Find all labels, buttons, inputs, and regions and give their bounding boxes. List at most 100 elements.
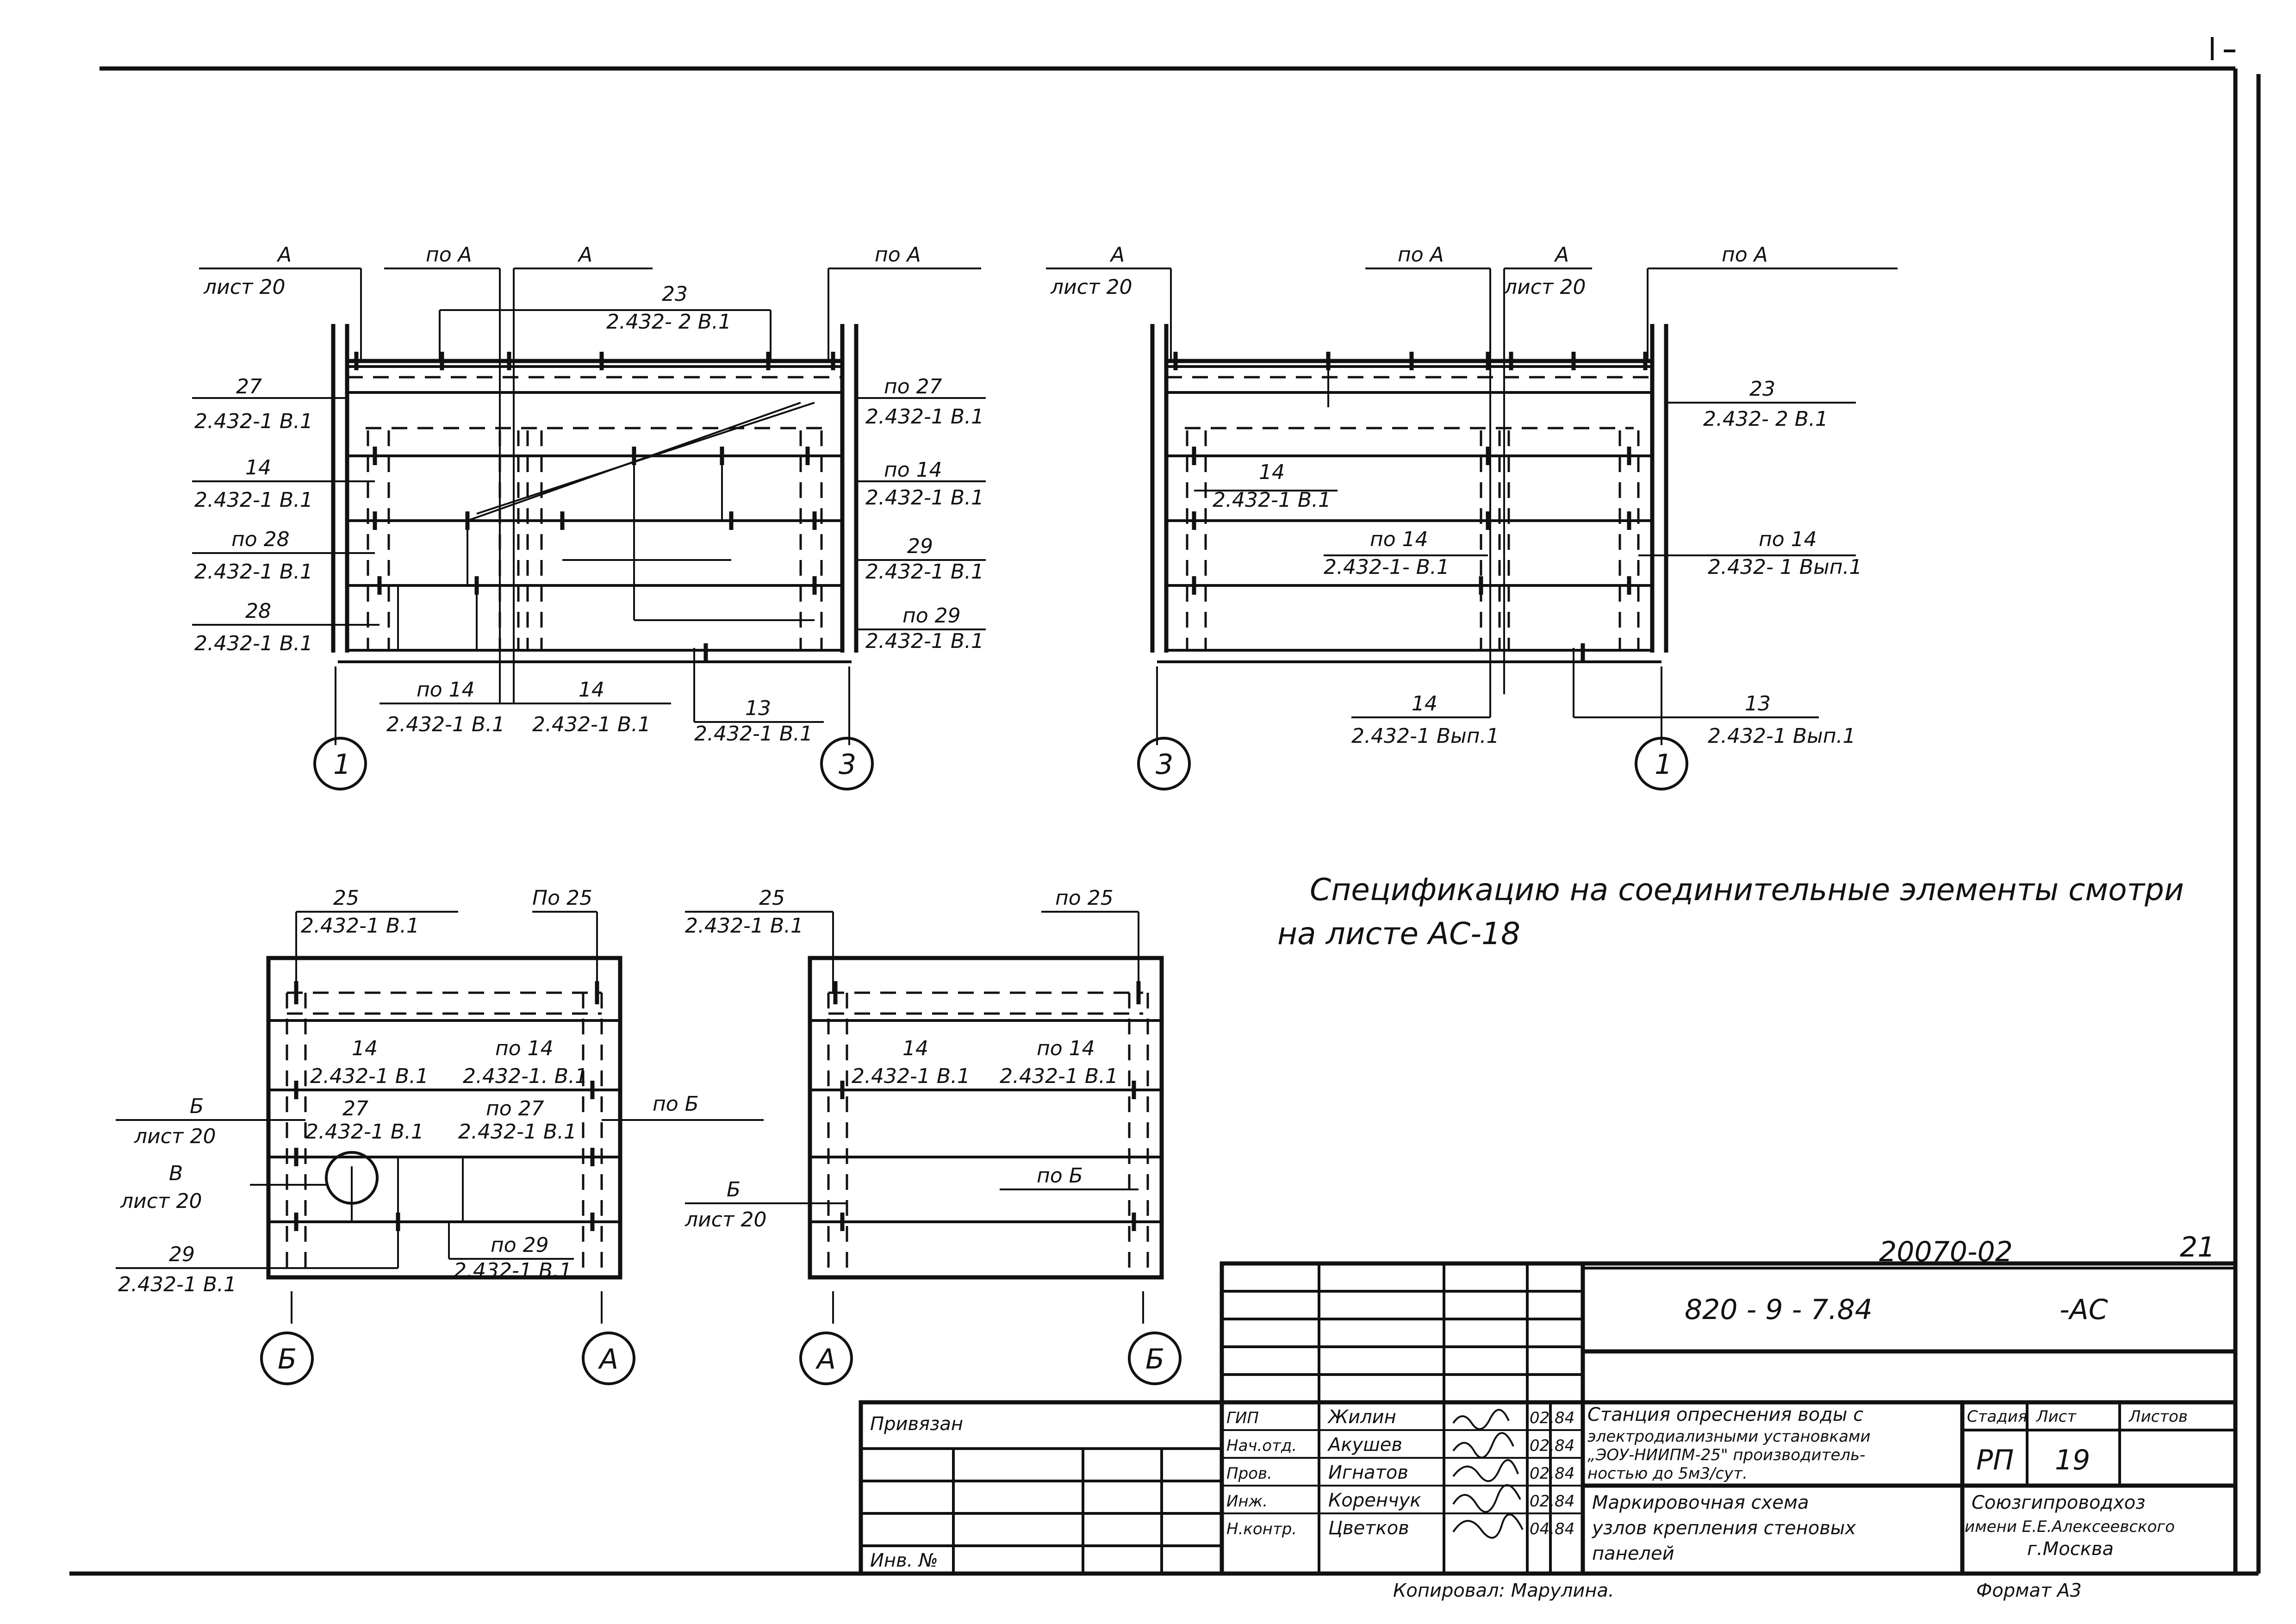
project-title-line-2: электродиализными установками xyxy=(1587,1427,1871,1446)
axis-marks-row-2: Б А А Б xyxy=(260,1332,1182,1385)
specification-note-line-2: на листе АС-18 xyxy=(1277,916,1520,952)
date-5: 04.84 xyxy=(1530,1520,1574,1538)
org-line-1: Союзгипроводхоз xyxy=(1972,1492,2146,1513)
axis-mark-a2: А xyxy=(815,1343,836,1375)
project-title-line-1: Станция опреснения воды с xyxy=(1587,1404,1863,1425)
v3-label-po-29-code: 2.432-1 В.1 xyxy=(454,1259,572,1282)
v2-label-14: 14 xyxy=(1259,460,1285,484)
panel-view-4: 25 2.432-1 В.1 по 25 14 2.432-1 В.1 по 1… xyxy=(684,886,1164,1324)
sheet-title-line-3: панелей xyxy=(1592,1543,1674,1564)
role-head: Нач.отд. xyxy=(1226,1437,1297,1455)
v1-label-23-code: 2.432- 2 В.1 xyxy=(606,310,731,334)
v4-label-14-code: 2.432-1 В.1 xyxy=(852,1064,970,1088)
v3-label-25-code: 2.432-1 В.1 xyxy=(301,914,419,938)
v3-label-po-27-code: 2.432-1 В.1 xyxy=(458,1120,577,1144)
v1-bottom-1: по 14 xyxy=(417,678,475,702)
v3-label-27-code: 2.432-1 В.1 xyxy=(305,1120,424,1144)
v1-left-2: 2.432-1 В.1 xyxy=(194,410,313,433)
view-2-leaders xyxy=(1046,268,1898,718)
v2-label-po-14b-code: 2.432- 1 Вып.1 xyxy=(1708,555,1862,579)
v1-label-a: А xyxy=(276,243,292,267)
v2-label-13: 13 xyxy=(1745,692,1771,716)
v4-label-b-sheet: лист 20 xyxy=(684,1208,767,1232)
v4-label-po-14: по 14 xyxy=(1037,1037,1095,1060)
v2-label-po-14: по 14 xyxy=(1370,528,1428,551)
doc-code: 820 - 9 - 7.84 xyxy=(1685,1294,1873,1326)
v1-left-3: 14 xyxy=(245,456,271,479)
axis-marks-row-1: 1 3 3 1 xyxy=(313,737,1688,790)
axis-mark-b2: Б xyxy=(1145,1343,1164,1375)
v2-label-a2: А xyxy=(1554,243,1569,267)
sheet-title-line-2: узлов крепления стеновых xyxy=(1592,1518,1856,1539)
v1-left-5: по 28 xyxy=(231,528,290,551)
v2-label-po-14b: по 14 xyxy=(1759,528,1817,551)
date-2: 02.84 xyxy=(1530,1437,1574,1455)
v1-label-sheet: лист 20 xyxy=(203,275,286,299)
v1-label-po-a2: по А xyxy=(875,243,921,267)
bound-label: Привязан xyxy=(870,1413,963,1435)
role-gip: ГИП xyxy=(1226,1409,1259,1427)
v2-label-po-a: по А xyxy=(1398,243,1444,267)
stage-value: РП xyxy=(1976,1444,2014,1476)
date-4: 02.84 xyxy=(1530,1492,1574,1511)
v1-right-3: по 14 xyxy=(884,458,942,482)
v3-label-27: 27 xyxy=(342,1097,368,1120)
v3-label-po-27: по 27 xyxy=(486,1097,544,1120)
v1-right-1: по 27 xyxy=(884,375,942,398)
v3-label-v: В xyxy=(169,1162,183,1185)
v3-label-po-29: по 29 xyxy=(491,1233,549,1257)
v2-label-13-code: 2.432-1 Вып.1 xyxy=(1708,724,1856,748)
v1-left-6: 2.432-1 В.1 xyxy=(194,560,313,584)
v1-label-po-a: по А xyxy=(426,243,472,267)
role-checker: Пров. xyxy=(1226,1464,1272,1483)
v2-label-14b: 14 xyxy=(1412,692,1437,716)
v1-label-23: 23 xyxy=(662,282,688,306)
doc-suffix: -АС xyxy=(2060,1294,2108,1326)
project-title-line-3: „ЭОУ-НИИПМ-25" производитель- xyxy=(1587,1446,1865,1464)
v1-right-6: 2.432-1 В.1 xyxy=(865,560,984,584)
v3-label-po-b: по Б xyxy=(653,1092,699,1116)
v3-label-po-14: по 14 xyxy=(495,1037,554,1060)
v1-bottom-3: 14 xyxy=(579,678,604,702)
axis-mark-3b: 3 xyxy=(1156,748,1173,781)
inv-label: Инв. № xyxy=(870,1550,938,1571)
v1-right-7: по 29 xyxy=(902,604,961,628)
axis-mark-a: А xyxy=(597,1343,618,1375)
v1-label-a2: А xyxy=(577,243,592,267)
v4-label-po-25: по 25 xyxy=(1055,886,1114,910)
v1-left-4: 2.432-1 В.1 xyxy=(194,488,313,512)
v2-label-a: А xyxy=(1109,243,1125,267)
view-3-fasteners xyxy=(294,981,599,1231)
v1-right-8: 2.432-1 В.1 xyxy=(865,629,984,653)
project-title-line-4: ностью до 5м3/сут. xyxy=(1587,1464,1748,1483)
sheet-label: Лист xyxy=(2035,1407,2077,1426)
panel-view-2: А лист 20 по А А лист 20 по А 23 2.432- … xyxy=(1046,243,1898,748)
view-1-fasteners xyxy=(354,352,835,662)
paper-format: Формат А3 xyxy=(1976,1580,2082,1601)
v1-left-7: 28 xyxy=(245,599,271,623)
name-1: Жилин xyxy=(1327,1406,1396,1428)
date-1: 02.84 xyxy=(1530,1409,1574,1427)
view-2-fasteners xyxy=(1173,352,1648,662)
specification-note-line-1: Спецификацию на соединительные элементы … xyxy=(1310,872,2184,908)
stage-label: Стадия xyxy=(1967,1407,2027,1426)
view-4-fasteners xyxy=(833,981,1141,1231)
sheets-label: Листов xyxy=(2128,1407,2188,1426)
org-line-3: г.Москва xyxy=(2027,1538,2114,1560)
copied-by: Копировал: Марулина. xyxy=(1393,1580,1614,1601)
name-4: Коренчук xyxy=(1328,1490,1421,1511)
v3-label-po-14-code: 2.432-1. В.1 xyxy=(463,1064,588,1088)
axis-mark-1b: 1 xyxy=(1655,748,1672,781)
v3-label-b: Б xyxy=(190,1095,204,1118)
v1-bottom-5: 13 xyxy=(745,697,771,720)
sheet-title-line-1: Маркировочная схема xyxy=(1592,1492,1809,1513)
v1-left-1: 27 xyxy=(236,375,262,398)
v4-label-14: 14 xyxy=(902,1037,928,1060)
v3-label-29-code: 2.432-1 В.1 xyxy=(118,1273,236,1296)
v1-bottom-6: 2.432-1 В.1 xyxy=(694,722,813,746)
v3-label-b-sheet: лист 20 xyxy=(134,1125,216,1148)
panel-view-3: 25 2.432-1 В.1 По 25 14 2.432-1 В.1 по 1… xyxy=(116,886,764,1324)
role-engineer: Инж. xyxy=(1226,1492,1268,1511)
v3-label-po-25: По 25 xyxy=(532,886,592,910)
